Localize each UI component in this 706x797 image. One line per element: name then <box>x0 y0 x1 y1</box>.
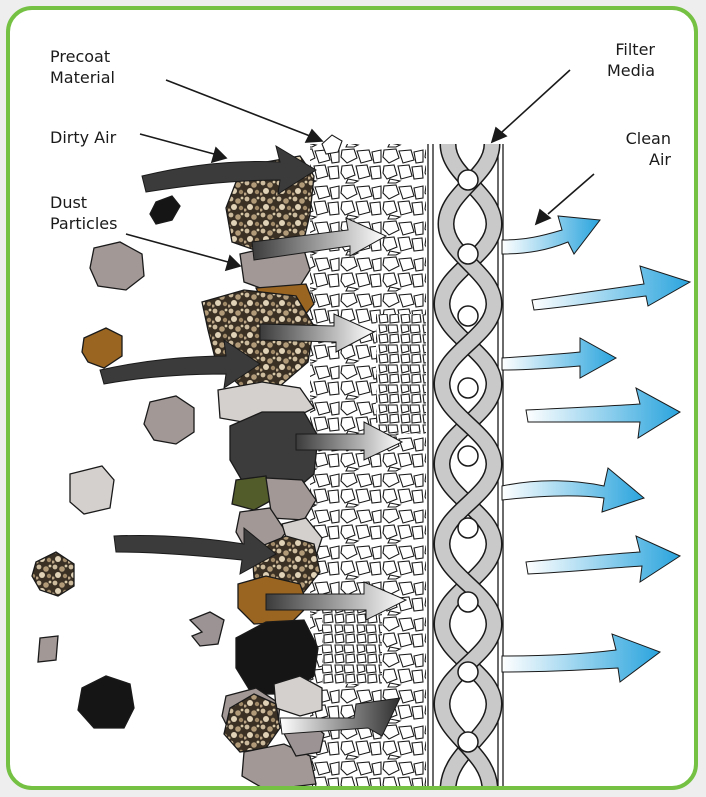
precoat-fine-band <box>376 314 426 434</box>
diagram-frame: Precoat Material Dirty Air Dust Particle… <box>6 6 698 790</box>
filter-media <box>428 144 503 790</box>
label-filter-media: Filter Media <box>530 39 655 81</box>
label-dust-particles: Dust Particles <box>50 192 117 234</box>
label-precoat-material: Precoat Material <box>50 46 115 88</box>
label-dirty-air: Dirty Air <box>50 127 116 148</box>
loose-dust-particles <box>32 196 224 728</box>
label-clean-air: Clean Air <box>570 128 671 170</box>
clean-air-arrows <box>502 216 690 682</box>
